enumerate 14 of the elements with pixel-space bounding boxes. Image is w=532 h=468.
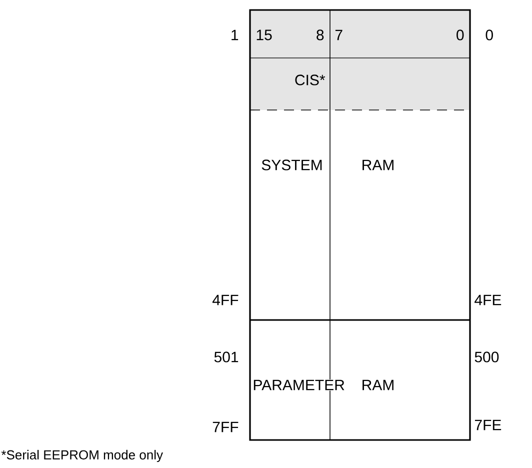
cis-band: CIS* (250, 58, 470, 110)
bit-header-row: 15 8 7 0 (250, 10, 470, 58)
footnote: *Serial EEPROM mode only (1, 450, 163, 462)
memory-region: PARAMETER RAM (252, 379, 396, 391)
address-label: 7FF (212, 422, 238, 432)
address-label: 4FF (212, 294, 238, 306)
address-label: 1 (232, 30, 238, 40)
node-label: CIS* (295, 74, 326, 86)
address-label: 500 (474, 352, 499, 362)
address-label: 7FE (474, 420, 502, 430)
memory-region: SYSTEM RAM (260, 159, 396, 171)
address-label: 0 (486, 30, 493, 40)
address-label: 501 (214, 352, 238, 362)
address-label: 4FE (474, 294, 502, 306)
